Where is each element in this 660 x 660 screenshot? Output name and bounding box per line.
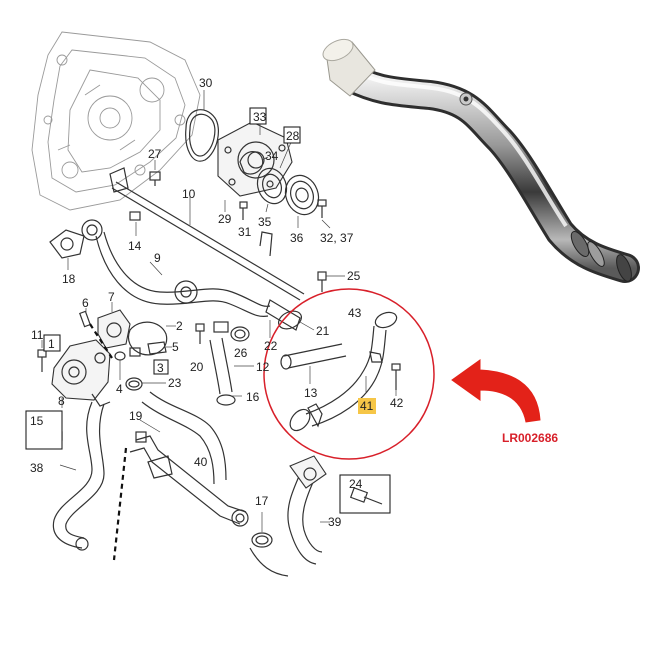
coolant-pipe-photo — [322, 38, 640, 283]
label-43: 43 — [348, 306, 362, 320]
label-34: 34 — [265, 149, 279, 163]
label-22: 22 — [264, 339, 278, 353]
label-15: 15 — [30, 414, 44, 428]
red-circle — [263, 288, 435, 460]
label-3: 3 — [157, 361, 164, 375]
label-41: 41 — [360, 399, 374, 413]
label-31: 31 — [238, 225, 252, 239]
box-1 — [43, 334, 61, 352]
label-6: 6 — [82, 296, 89, 310]
label-32-37: 32, 37 — [320, 231, 354, 245]
label-23: 23 — [168, 376, 182, 390]
engine-timing-cover — [31, 31, 201, 211]
bolt-24-box — [339, 474, 391, 514]
label-18: 18 — [62, 272, 76, 286]
label-19: 19 — [129, 409, 143, 423]
label-40: 40 — [194, 455, 208, 469]
hose-39 — [249, 455, 330, 577]
label-21: 21 — [316, 324, 330, 338]
label-2: 2 — [176, 319, 183, 333]
hose-16 — [141, 391, 227, 485]
reference-code: LR002686 — [502, 431, 558, 445]
label-33: 33 — [253, 110, 267, 124]
box-33 — [249, 107, 267, 125]
label-42: 42 — [390, 396, 404, 410]
label-10: 10 — [182, 187, 196, 201]
label-24: 24 — [349, 477, 363, 491]
pipe-40 — [129, 419, 249, 527]
label-14: 14 — [128, 239, 142, 253]
label-9: 9 — [154, 251, 161, 265]
label-25: 25 — [347, 269, 361, 283]
label-27: 27 — [148, 147, 162, 161]
label-30: 30 — [199, 76, 213, 90]
label-5: 5 — [172, 340, 179, 354]
highlight-41 — [358, 398, 376, 414]
hose-38 — [52, 401, 128, 561]
label-17: 17 — [255, 494, 269, 508]
box-28 — [283, 126, 301, 144]
highlight-circle — [263, 288, 435, 460]
coolant-pipe-10 — [111, 181, 305, 301]
label-8: 8 — [58, 394, 65, 408]
box-3 — [153, 359, 169, 375]
label-35: 35 — [258, 215, 272, 229]
label-20: 20 — [190, 360, 204, 374]
label-38: 38 — [30, 461, 44, 475]
box-15 — [25, 410, 63, 450]
hose-9 — [81, 211, 271, 317]
label-11: 11 — [31, 328, 44, 342]
label-26: 26 — [234, 346, 248, 360]
thermostat-group — [37, 302, 176, 408]
label-36: 36 — [290, 231, 304, 245]
label-28: 28 — [286, 129, 300, 143]
water-pump-group — [109, 90, 331, 229]
hose-12 — [195, 321, 254, 406]
label-4: 4 — [116, 382, 123, 396]
label-29: 29 — [218, 212, 232, 226]
label-7: 7 — [108, 290, 115, 304]
label-16: 16 — [246, 390, 260, 404]
label-39: 39 — [328, 515, 342, 529]
flange-18 — [49, 229, 85, 270]
red-arrow — [451, 359, 541, 423]
label-1: 1 — [48, 337, 55, 351]
label-12: 12 — [256, 360, 270, 374]
label-13: 13 — [304, 386, 318, 400]
